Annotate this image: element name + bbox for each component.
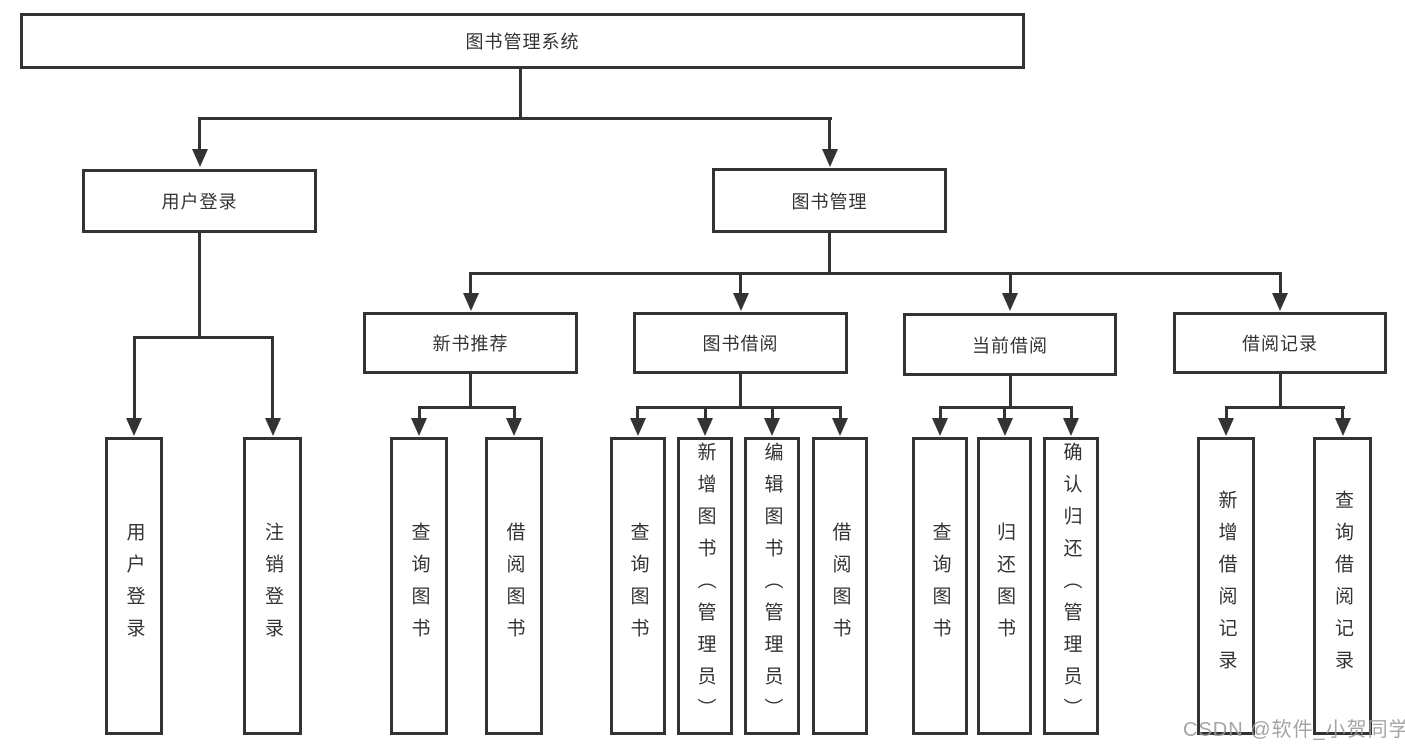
- connector: [1003, 406, 1006, 420]
- arrow-down-icon: [821, 149, 838, 167]
- connector: [1224, 406, 1228, 420]
- connector: [1008, 272, 1012, 295]
- arrow-down-icon: [264, 418, 281, 436]
- arrow-down-icon: [996, 418, 1013, 436]
- arrow-down-icon: [1272, 293, 1288, 311]
- arrow-down-icon: [1002, 293, 1018, 311]
- leaf-user-login-label: 用户登录: [123, 522, 145, 650]
- arrow-down-icon: [832, 418, 848, 436]
- connector-userlogin-stem: [198, 233, 201, 339]
- node-user-login-label: 用户登录: [161, 192, 238, 212]
- node-book-borrowing-label: 图书借阅: [702, 334, 779, 354]
- node-root: 图书管理系统: [20, 13, 1025, 69]
- leaf-borrow-borrow-books: 借阅图书: [812, 437, 868, 735]
- arrow-down-icon: [411, 418, 427, 436]
- leaf-newbooks-query-books-label: 查询图书: [408, 522, 430, 650]
- connector-newbooks-stem: [469, 374, 472, 409]
- node-root-label: 图书管理系统: [465, 32, 580, 52]
- node-borrowing-records: 借阅记录: [1173, 312, 1387, 374]
- connector: [770, 406, 774, 420]
- connector-bookmgmt-bar: [469, 272, 1281, 275]
- leaf-newbooks-borrow-books-label: 借阅图书: [503, 522, 525, 650]
- leaf-borrow-query-books: 查询图书: [610, 437, 666, 735]
- connector: [739, 272, 742, 295]
- leaf-records-add-record: 新增借阅记录: [1197, 437, 1255, 735]
- arrow-down-icon: [732, 293, 749, 311]
- leaf-records-add-record-label: 新增借阅记录: [1215, 490, 1237, 682]
- connector-root-stem: [519, 69, 522, 119]
- arrow-down-icon: [506, 418, 522, 436]
- connector: [1278, 272, 1282, 295]
- leaf-borrow-borrow-books-label: 借阅图书: [829, 522, 851, 650]
- connector: [512, 406, 516, 420]
- connector-current-stem: [1008, 376, 1012, 409]
- arrow-down-icon: [462, 293, 479, 311]
- leaf-borrow-query-books-label: 查询图书: [627, 522, 649, 650]
- connector: [1341, 406, 1344, 420]
- leaf-borrow-edit-books-admin: 编辑图书（管理员）: [744, 437, 800, 735]
- leaf-borrow-add-books-admin: 新增图书（管理员）: [677, 437, 733, 735]
- connector: [469, 272, 472, 295]
- connector: [828, 117, 831, 151]
- leaf-logout: 注销登录: [243, 437, 302, 735]
- node-current-borrowing: 当前借阅: [903, 313, 1117, 376]
- leaf-records-query-record: 查询借阅记录: [1313, 437, 1372, 735]
- leaf-current-query-books: 查询图书: [912, 437, 968, 735]
- connector: [636, 406, 639, 420]
- arrow-down-icon: [1218, 418, 1234, 436]
- leaf-current-query-books-label: 查询图书: [929, 522, 951, 650]
- connector: [703, 406, 707, 420]
- arrow-down-icon: [126, 418, 142, 436]
- leaf-current-confirm-return-admin: 确认归还（管理员）: [1043, 437, 1099, 735]
- node-borrowing-records-label: 借阅记录: [1242, 334, 1318, 354]
- leaf-user-login: 用户登录: [105, 437, 163, 735]
- node-new-book-recommend: 新书推荐: [363, 312, 578, 374]
- connector: [417, 406, 421, 420]
- node-book-management-label: 图书管理: [791, 191, 868, 212]
- arrow-down-icon: [1063, 418, 1079, 436]
- connector: [838, 406, 842, 420]
- connector: [198, 117, 201, 151]
- connector-newbooks-bar: [417, 406, 516, 409]
- connector: [132, 336, 136, 420]
- leaf-borrow-add-books-admin-label: 新增图书（管理员）: [694, 442, 716, 730]
- connector: [938, 406, 942, 420]
- csdn-watermark: CSDN @软件_小贺同学: [1183, 719, 1405, 741]
- arrow-down-icon: [697, 418, 713, 436]
- connector: [271, 336, 274, 420]
- connector-borrow-stem: [739, 374, 742, 409]
- leaf-current-confirm-return-admin-label: 确认归还（管理员）: [1060, 442, 1082, 730]
- connector-userlogin-bar: [132, 336, 274, 339]
- node-book-borrowing: 图书借阅: [633, 312, 848, 374]
- leaf-logout-label: 注销登录: [262, 522, 283, 650]
- node-book-management: 图书管理: [712, 168, 947, 233]
- leaf-current-return-books-label: 归还图书: [994, 522, 1015, 650]
- node-new-book-recommend-label: 新书推荐: [432, 334, 509, 354]
- arrow-down-icon: [629, 418, 646, 436]
- arrow-down-icon: [764, 418, 780, 436]
- node-user-login: 用户登录: [82, 169, 317, 233]
- connector-bookmgmt-stem: [828, 233, 831, 275]
- leaf-current-return-books: 归还图书: [977, 437, 1032, 735]
- connector-records-stem: [1278, 374, 1282, 409]
- connector: [1069, 406, 1073, 420]
- arrow-down-icon: [191, 149, 208, 167]
- leaf-records-query-record-label: 查询借阅记录: [1332, 490, 1353, 682]
- leaf-borrow-edit-books-admin-label: 编辑图书（管理员）: [761, 442, 783, 730]
- arrow-down-icon: [932, 418, 948, 436]
- node-current-borrowing-label: 当前借阅: [972, 335, 1048, 356]
- arrow-down-icon: [1334, 418, 1351, 436]
- leaf-newbooks-query-books: 查询图书: [390, 437, 448, 735]
- leaf-newbooks-borrow-books: 借阅图书: [485, 437, 543, 735]
- connector-borrow-bar: [636, 406, 842, 409]
- connector-root-bar: [198, 117, 832, 120]
- connector-records-bar: [1224, 406, 1345, 409]
